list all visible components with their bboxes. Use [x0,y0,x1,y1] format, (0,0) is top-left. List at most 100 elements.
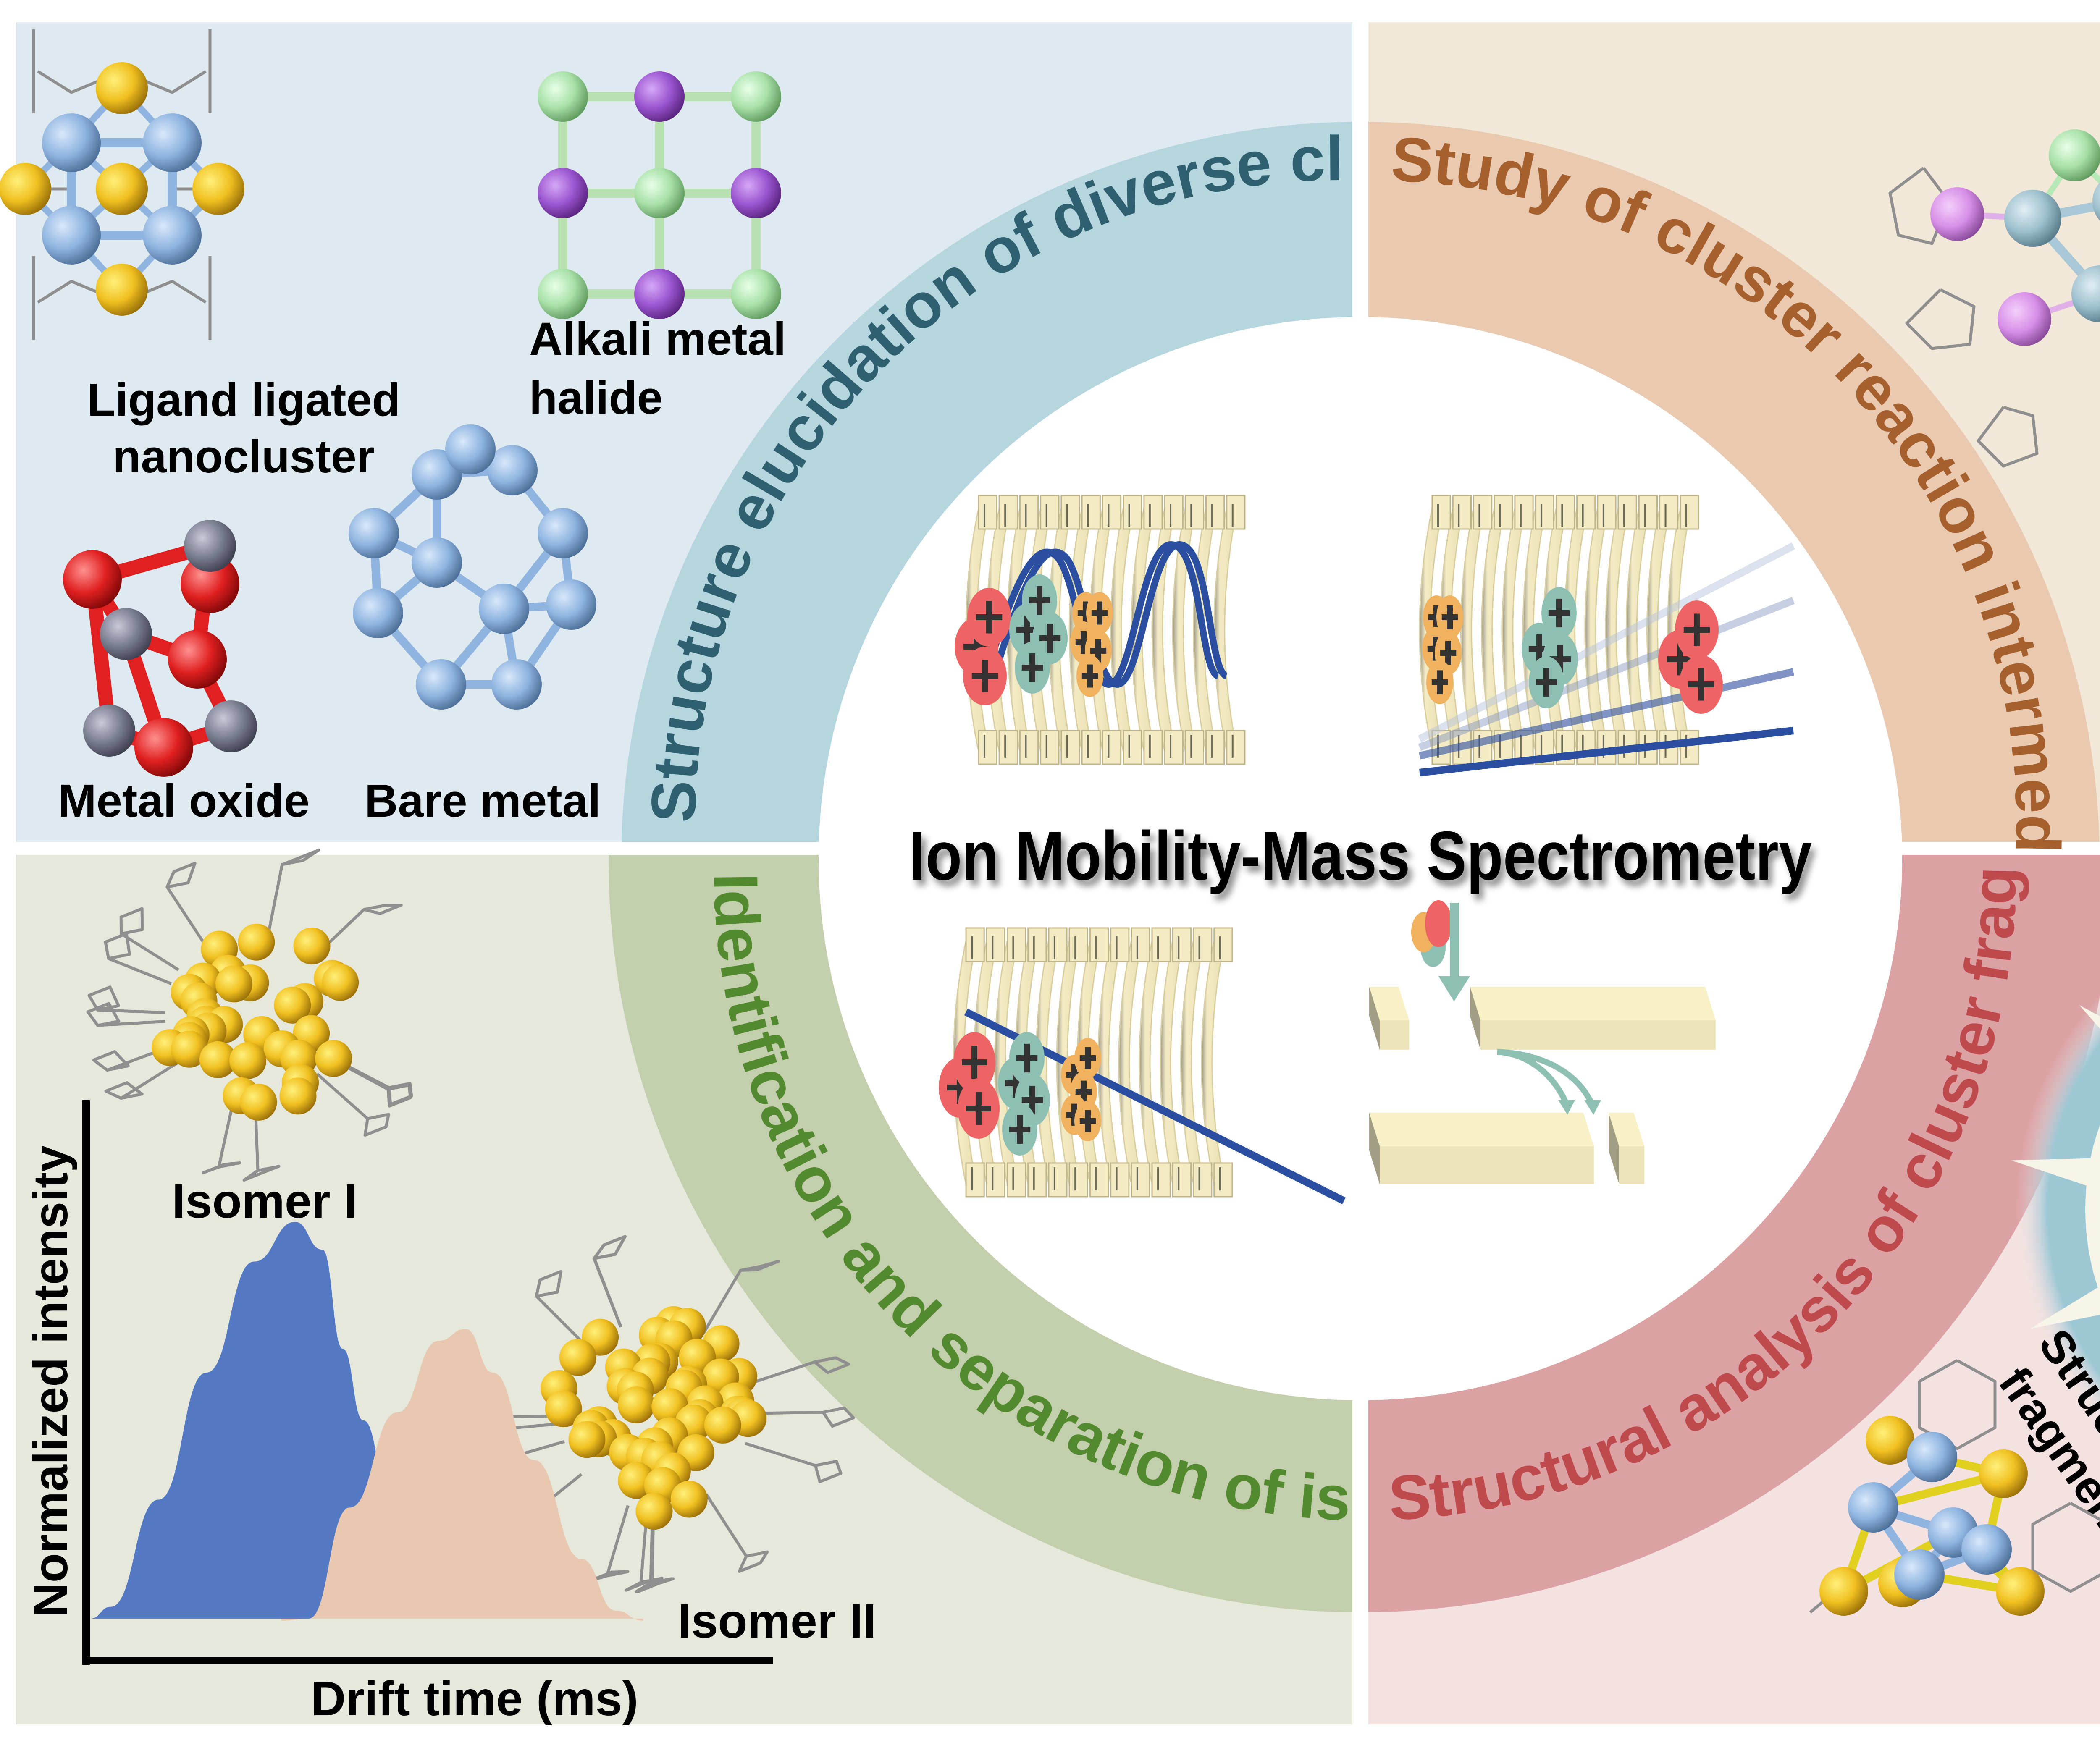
electrode-ring [1139,927,1171,1198]
label-ligand-ligated-line2: nanocluster [113,431,374,482]
isomer-1-cluster-model [86,848,413,1182]
burst-spike [2011,1158,2100,1190]
intermediate-cluster-model [1888,129,2100,468]
atom [168,630,227,689]
ion [953,1032,995,1093]
ligand-stick [744,1356,850,1387]
electrode-ring [1172,495,1205,765]
ion [1086,592,1113,634]
electrode-ring [1118,927,1150,1198]
ligand-stick [749,1406,855,1428]
ion [1529,656,1564,708]
atom [322,964,359,1001]
electrode-ring [1460,495,1493,765]
atom [192,163,244,215]
atom [416,659,466,710]
atom [2071,265,2100,322]
atom [353,588,403,638]
ligand-stick [705,1494,769,1573]
atom [1907,1432,1957,1482]
electrode-ring [1646,495,1679,765]
ligand-stick [119,907,179,971]
atom [315,1040,352,1077]
atom [205,700,257,752]
ion [958,1078,1000,1139]
ligand-stick [328,1055,413,1106]
atom [349,508,399,558]
ligand-stick [316,1072,390,1137]
burst-spike [2079,1005,2100,1029]
atom [240,1083,277,1121]
ion [1074,1101,1101,1141]
metal-oxide-model [63,520,257,777]
ligand-stick [104,1061,179,1100]
ion [1002,1103,1037,1156]
label-bare-metal: Bare metal [365,775,601,827]
bare-metal-model [349,424,596,710]
atom [2092,182,2100,221]
series-isomer-1-area [90,1222,411,1619]
chart-xlabel: Drift time (ms) [311,1672,638,1726]
ligand-stick [535,1270,590,1350]
atom [1866,1416,1914,1465]
label-ligand-ligated-line1: Ligand ligated [87,374,400,426]
electrode-ring [994,927,1026,1198]
atom [731,71,781,122]
slab-upper-left [1369,987,1409,1050]
label-alkali-halide-line2: halide [529,372,663,424]
series-isomer-2-area [281,1329,643,1621]
atom [42,113,101,172]
atom [1819,1567,1868,1616]
atom [731,269,781,319]
atom [559,1339,596,1376]
atom [143,113,202,172]
ligand-stick [87,985,165,1014]
atom [1894,1549,1945,1600]
atom [96,62,148,114]
ligand-stick [242,1103,281,1182]
atom [96,163,148,215]
burst-ring [2085,1125,2100,1294]
atom [2004,190,2061,247]
atom [545,1390,582,1428]
atom [1961,1524,2012,1575]
alkali-metal-halide-model [538,71,781,319]
atom [100,608,152,660]
ion [967,588,1011,647]
atom [445,424,496,474]
electrode-ring [1007,495,1039,765]
atom [96,264,148,316]
fragment-arrow-head-1 [1558,1100,1575,1115]
ion [1074,1038,1101,1078]
atom [538,508,588,558]
parent-cluster-burst [2011,993,2100,1425]
fragment-1-model [1809,1359,2100,1616]
atom [143,206,202,265]
atom [0,163,51,215]
electrode-ring [1110,495,1142,765]
ion [1679,655,1723,714]
isomer-2-cluster-model [476,1235,855,1593]
atom [2049,129,2100,181]
atom [412,537,462,588]
fragment-arrows [1497,1049,1595,1106]
main-title: Ion Mobility-Mass Spectrometry [909,817,1812,894]
ligand-stick [314,904,403,957]
electrode-ring [1667,495,1699,765]
ion [1436,595,1463,639]
ion [1009,1032,1045,1084]
trapped-trajectories [1418,542,1796,776]
ligand-stick [165,862,206,944]
electrode-ring [1131,495,1163,765]
ligand-stick [1918,1359,1997,1450]
atom [181,554,239,613]
atom [63,550,122,609]
atom [538,269,588,319]
electrode-ring [1048,495,1080,765]
ligand-stick [745,1442,843,1483]
electrode-ring [1035,927,1068,1198]
atom [83,705,135,757]
atom [634,71,685,122]
electrode-ring [1159,927,1192,1198]
fragmentation-diagram [1369,900,1716,1184]
